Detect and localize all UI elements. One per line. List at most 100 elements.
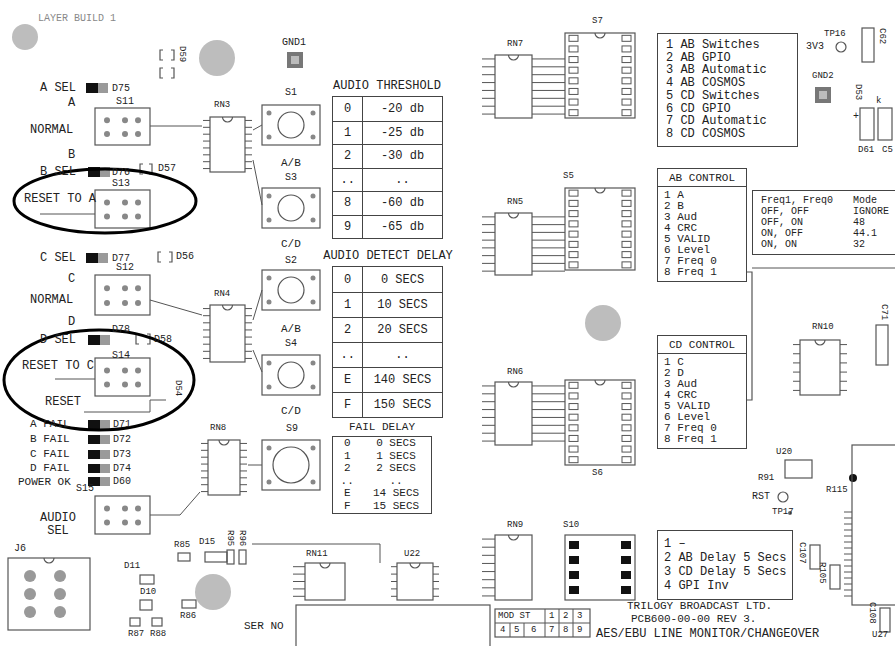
pin-lead [793,344,800,345]
silkscreen-text: S1 [285,88,297,98]
leader-line [84,400,166,412]
switch-pad [267,385,272,390]
switch-pad [622,200,631,206]
pin-lead [482,547,495,548]
pin-lead [203,120,210,121]
led-symbol [100,477,110,486]
list-line: 3 Aud [664,212,740,223]
switch-pad [135,368,141,374]
switch-pad [135,300,141,306]
trace [253,290,262,320]
silkscreen-text: 7 [549,626,554,635]
switch-pad [569,541,579,549]
pin-lead [482,58,495,59]
silkscreen-text: RST [752,492,770,502]
table-cell: 150 SECS [363,392,442,417]
pin-lead [240,477,247,478]
table-cell: ON, ON [761,239,853,250]
switch-pad [104,214,110,220]
silkscreen-text: GND2 [812,72,834,81]
switch-pad [622,435,631,441]
silkscreen-text: RN3 [214,101,230,110]
silkscreen-text: C62 [877,28,886,44]
list-line: 5 CD Switches [666,90,789,103]
table-cell: Freq1, Freq0 [761,195,853,206]
trace [752,268,895,269]
table-cell: .. [333,342,363,367]
led-symbol [88,450,100,459]
led-symbol [100,420,110,429]
resistor-network [305,563,345,600]
box-heading: CD CONTROL [658,339,746,354]
pin-lead [532,114,565,115]
rotary-dial [278,362,304,388]
pin-lead [844,530,852,531]
pin-lead [532,401,565,402]
table-cell: -20 db [363,97,442,121]
silkscreen-text: RN11 [306,550,328,559]
option-box: 1 –2 AB Delay 5 Secs3 CD Delay 5 Secs4 G… [657,530,793,600]
pin-lead [482,255,495,256]
toggle-switch [95,275,150,315]
toggle-switch [95,108,150,145]
rotary-switch [262,105,320,145]
pin-lead [245,141,252,142]
switch-pad [311,276,316,281]
silkscreen-text: B [68,149,75,161]
switch-pad [622,57,631,63]
switch-pad [622,457,631,463]
table-cell: .. [363,342,442,367]
switch-pad [569,99,578,105]
pin-lead [482,401,495,402]
pin-lead [293,566,305,567]
list-line: 6 Level [664,245,740,256]
switch-pad [122,300,128,306]
rotary-dial [278,112,304,138]
switch-pad [267,446,272,451]
silkscreen-text: D59 [177,46,186,62]
list-line: 7 Freq 0 [664,423,740,434]
pin-lead [203,134,210,135]
switch-pad [104,117,110,123]
pin1-notch [509,55,519,60]
connector-pin [54,588,66,600]
dip-switch [565,380,635,465]
silkscreen-text: C FAIL [30,449,70,460]
resistor-symbol [130,618,140,626]
pin-lead [240,491,247,492]
pin-lead [482,106,495,107]
list-line: 5 VALID [664,401,740,412]
switch-pad [622,382,631,388]
pin-lead [844,590,852,591]
ground-pad [287,52,303,68]
pin-lead [245,127,252,128]
pin-lead [844,554,852,555]
switch-pad [122,382,128,388]
switch-pad [122,131,128,137]
pin-lead [840,372,847,373]
pin-lead [482,571,495,572]
switch-pad [622,99,631,105]
pin-lead [245,120,252,121]
switch-pad [569,457,578,463]
switch-pad [569,190,578,196]
pin-lead [245,161,252,162]
silkscreen-text: D60 [113,477,131,487]
box-heading: AB CONTROL [658,172,746,187]
table-cell: ON, OFF [761,228,853,239]
silkscreen-text: GND1 [282,38,306,48]
switch-pad [104,382,110,388]
switch-pad [569,211,578,217]
pin1-notch [509,535,519,540]
trace [253,160,262,205]
pin-lead [532,224,565,225]
list-line: 8 Freq 1 [664,434,740,445]
silkscreen-text: POWER OK [18,477,71,488]
silkscreen-text: S12 [116,263,134,273]
silkscreen-text: S4 [285,339,297,349]
pin-lead [245,344,252,345]
ground-pad [815,87,831,103]
table-cell: 1 [333,121,363,145]
pin-lead [245,322,252,323]
pin-lead [482,595,495,596]
